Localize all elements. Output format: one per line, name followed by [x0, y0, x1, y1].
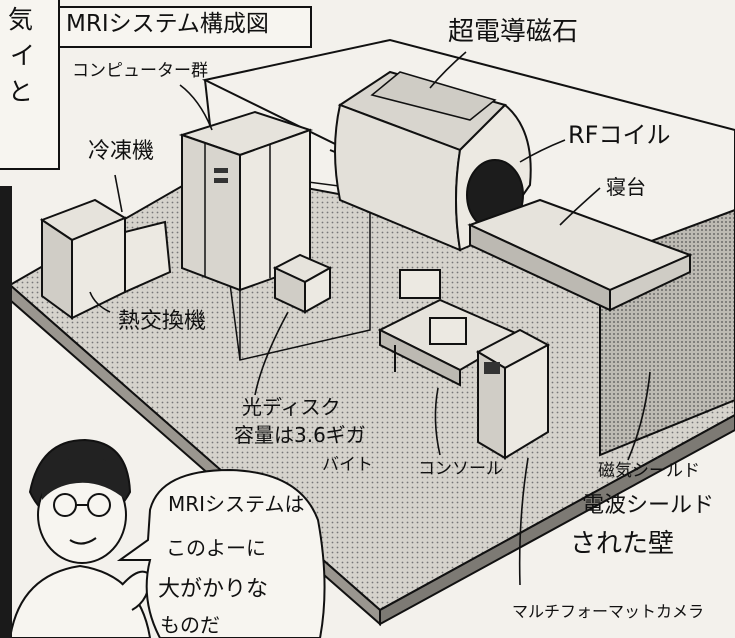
diagram-title: MRIシステム構成図 — [66, 11, 269, 37]
floor-edge-right — [379, 413, 735, 626]
title-box — [58, 6, 312, 48]
multiformat-camera — [475, 328, 551, 460]
label-rf-coil: RFコイル — [568, 121, 671, 149]
label-heat-exchanger: 熱交換機 — [118, 309, 207, 334]
label-magnet: 超電導磁石 — [448, 17, 579, 47]
speech-line-4: ものだ — [160, 613, 220, 637]
label-computers: コンピューター群 — [72, 61, 208, 81]
patient-bed — [467, 198, 693, 312]
label-wave-shield: 電波シールド — [582, 493, 715, 518]
character-drawing — [8, 438, 152, 638]
side-text-1: 気 — [8, 5, 34, 34]
speech-line-2: このよーに — [166, 536, 266, 560]
label-chiller: 冷凍機 — [88, 139, 155, 164]
label-optical-disk-2: 容量は3.6ギガ — [234, 423, 366, 447]
label-optical-disk-1: 光ディスク — [242, 395, 341, 419]
leader-lines — [89, 51, 651, 586]
speech-line-3: 大がかりな — [158, 577, 269, 602]
left-margin-strip — [0, 186, 12, 638]
label-console: コンソール — [418, 459, 503, 479]
label-camera: マルチフォーマットカメラ — [512, 602, 705, 621]
chiller-unit — [39, 198, 172, 320]
label-optical-disk-3: バイト — [322, 455, 373, 475]
optical-disk-unit — [272, 253, 333, 314]
speech-bubble — [116, 468, 326, 638]
mri-magnet — [334, 70, 532, 252]
label-wall: された壁 — [570, 529, 675, 559]
previous-panel-box — [0, 0, 60, 170]
label-bed: 寝台 — [606, 175, 646, 199]
side-text-3: と — [8, 77, 34, 106]
speech-line-1: MRIシステムは — [168, 492, 305, 516]
label-magnetic-shield: 磁気シールド — [598, 461, 700, 481]
computer-cabinets — [178, 110, 314, 292]
side-text-2: イ — [10, 41, 36, 70]
computer-room-wall — [214, 169, 371, 361]
